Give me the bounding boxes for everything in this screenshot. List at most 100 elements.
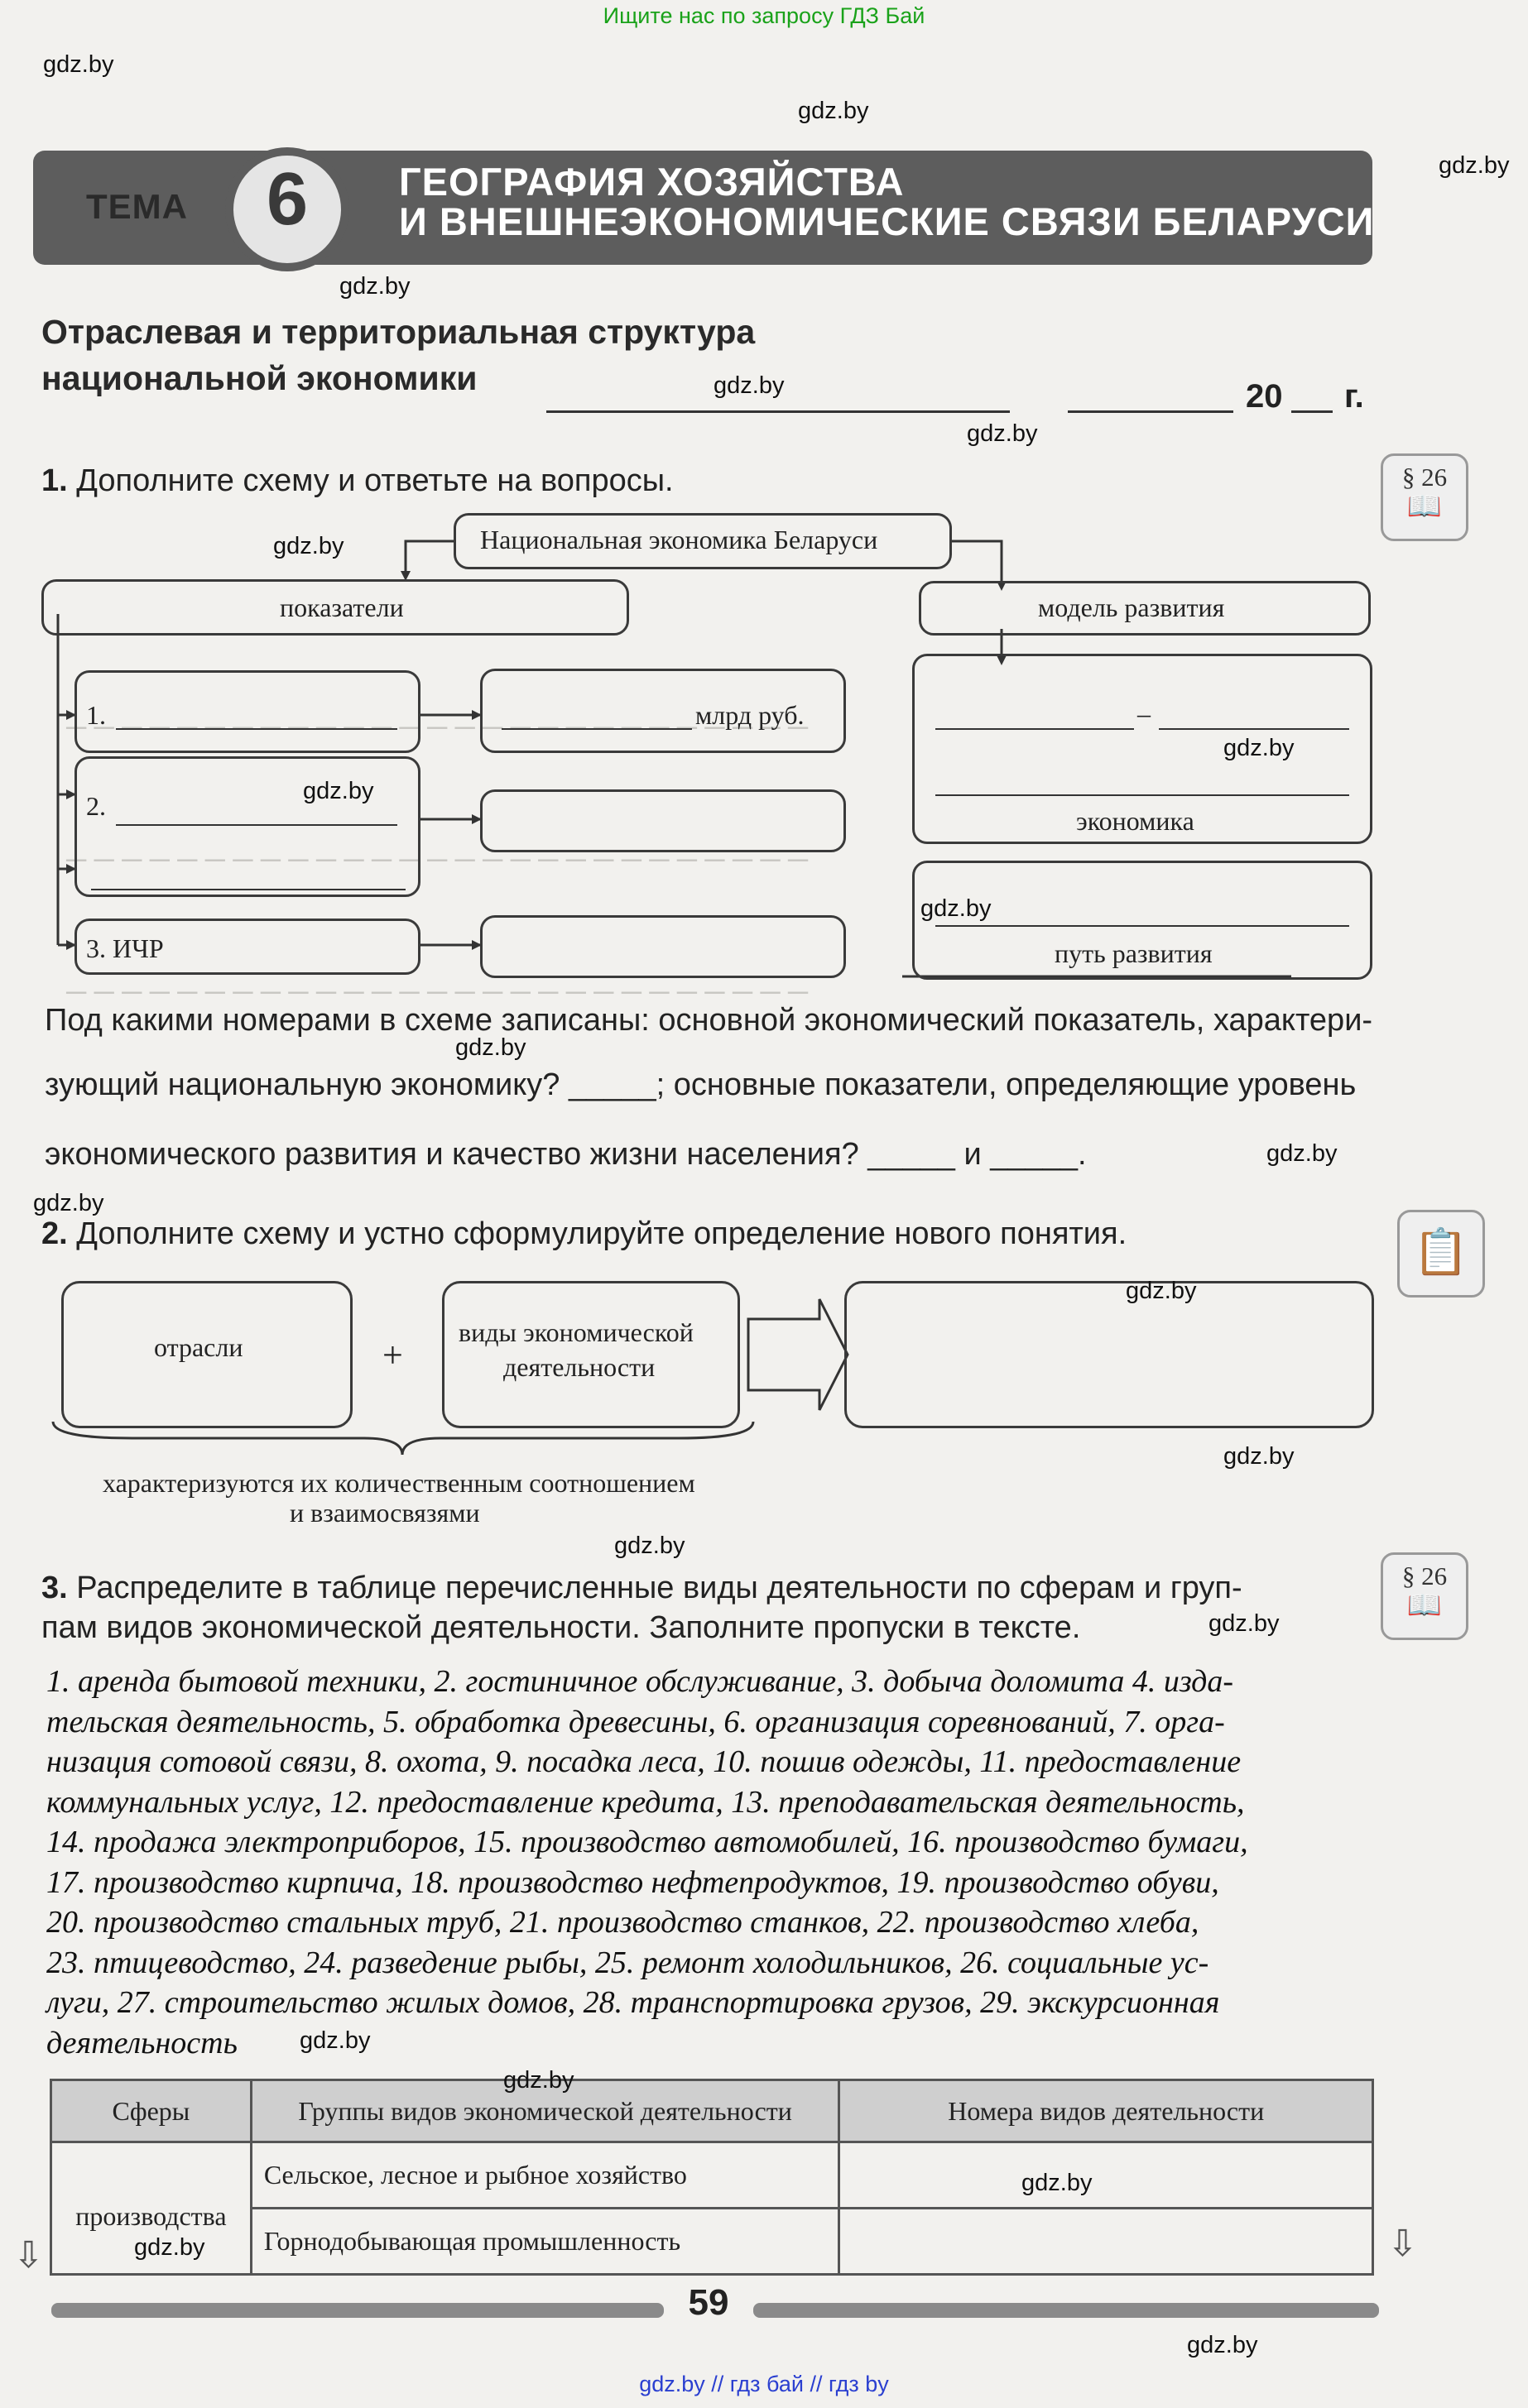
task2-graphics — [51, 1298, 849, 1456]
watermark[interactable]: gdz.by — [273, 533, 344, 559]
model-line-1[interactable] — [935, 728, 1134, 730]
table-sphere-production: производства — [50, 2141, 252, 2276]
down-arrow-icon[interactable]: ⇩ — [13, 2235, 44, 2276]
table-group-cell: Горнодобывающая промышленность — [249, 2207, 841, 2276]
watermark[interactable]: gdz.by — [33, 1190, 104, 1216]
task1-question-line1: Под какими номерами в схеме записаны: ос… — [45, 1003, 1373, 1038]
activity-types-box — [442, 1281, 740, 1428]
activity-list-line: 17. производство кирпича, 18. производст… — [46, 1864, 1219, 1900]
model-box-3[interactable] — [912, 861, 1372, 980]
indicator-3-box — [74, 919, 420, 975]
indicator-1-value-box[interactable] — [480, 669, 846, 753]
indicator-2-line-1[interactable] — [116, 824, 397, 826]
top-banner[interactable]: Ищите нас по запросу ГДЗ Бай — [603, 3, 925, 28]
book-icon: 📖 — [1406, 492, 1443, 522]
date-year-line[interactable] — [1291, 410, 1333, 413]
activity-list-line: деятельность — [46, 2025, 238, 2060]
task1-question-line2: зующий национальную экономику? _____; ос… — [45, 1067, 1357, 1102]
table-numbers-cell[interactable] — [838, 2141, 1374, 2209]
model-line-4[interactable] — [935, 925, 1349, 927]
paragraph-reference-tag: § 26 📖 — [1381, 453, 1468, 541]
watermark[interactable]: gdz.by — [503, 2067, 574, 2094]
watermark[interactable]: gdz.by — [1021, 2170, 1093, 2196]
topic-title-line2: И ВНЕШНЕЭКОНОМИЧЕСКИЕ СВЯЗИ БЕЛАРУСИ — [399, 199, 1375, 243]
scheme-root-box — [454, 513, 952, 569]
bleed-through-text: ─ ─ ─ ─ ─ ─ ─ ─ ─ ─ ─ ─ ─ ─ ─ ─ ─ ─ ─ ─ … — [66, 844, 809, 875]
activity-list-line: 23. птицеводство, 24. разведение рыбы, 2… — [46, 1945, 1209, 1980]
watermark[interactable]: gdz.by — [1187, 2332, 1258, 2358]
date-day-line[interactable] — [1068, 410, 1233, 413]
model-economy-label: экономика — [1076, 806, 1194, 836]
model-path-label: путь развития — [1055, 938, 1213, 968]
down-arrow-icon-right[interactable]: ⇩ — [1387, 2223, 1418, 2264]
topic-title-line1: ГЕОГРАФИЯ ХОЗЯЙСТВА — [399, 160, 905, 204]
footer-bar-left — [51, 2303, 664, 2318]
footer-bar-right — [753, 2303, 1379, 2318]
development-model-label: модель развития — [1038, 592, 1225, 622]
indicator-2-line-2[interactable] — [91, 889, 406, 890]
indicator-2-value-box[interactable] — [480, 789, 846, 852]
task3-heading-line2: пам видов экономической деятельности. За… — [41, 1610, 1081, 1645]
model-line-2[interactable] — [1159, 728, 1349, 730]
watermark[interactable]: gdz.by — [1223, 735, 1295, 761]
paragraph-reference-tag-2: § 26 📖 — [1381, 1552, 1468, 1640]
indicator-3-label: 3. ИЧР — [86, 933, 164, 963]
indicator-1-value-line[interactable] — [502, 728, 692, 730]
table-header-numbers: Номера видов деятельности — [838, 2079, 1374, 2143]
watermark[interactable]: gdz.by — [1266, 1140, 1338, 1167]
bleed-through-text: ─ ─ ─ ─ ─ ─ ─ ─ ─ ─ ─ ─ ─ ─ ─ ─ ─ ─ ─ ─ … — [66, 712, 809, 743]
indicator-1-box[interactable] — [74, 670, 420, 753]
indicator-2-box[interactable] — [74, 756, 420, 897]
watermark[interactable]: gdz.by — [1126, 1278, 1197, 1304]
indicator-3-value-box[interactable] — [480, 915, 846, 978]
date-year-suffix: г. — [1344, 378, 1364, 415]
date-line[interactable] — [546, 410, 1010, 413]
watermark[interactable]: gdz.by — [714, 372, 785, 399]
table-header-spheres: Сферы — [50, 2079, 252, 2143]
industries-label: отрасли — [154, 1332, 243, 1362]
indicators-label: показатели — [280, 592, 404, 622]
industries-box — [61, 1281, 353, 1428]
indicator-1-line[interactable] — [116, 728, 397, 730]
brace-label-line2: и взаимосвязями — [290, 1498, 480, 1528]
page-number: 59 — [688, 2282, 729, 2323]
table-row: Горнодобывающая промышленность — [51, 2207, 1374, 2276]
watermark[interactable]: gdz.by — [1208, 1610, 1280, 1637]
watermark[interactable]: gdz.by — [1439, 152, 1510, 179]
new-concept-box[interactable] — [844, 1281, 1374, 1428]
model-line-3[interactable] — [935, 794, 1349, 796]
table-group-cell: Сельское, лесное и рыбное хозяйство — [249, 2141, 841, 2209]
indicator-1-number: 1. — [86, 700, 106, 730]
activity-list: 1. аренда бытовой техники, 2. гостинично… — [46, 1662, 1404, 2063]
watermark[interactable]: gdz.by — [339, 273, 411, 300]
watermark[interactable]: gdz.by — [455, 1034, 526, 1061]
activity-list-line: коммунальных услуг, 12. предоставление к… — [46, 1784, 1245, 1820]
topic-number: 6 — [266, 158, 309, 241]
watermark[interactable]: gdz.by — [967, 420, 1038, 447]
watermark[interactable]: gdz.by — [134, 2234, 205, 2261]
activity-list-line: 1. аренда бытовой техники, 2. гостинично… — [46, 1664, 1234, 1699]
watermark[interactable]: gdz.by — [1223, 1443, 1295, 1470]
scheme-root-label: Национальная экономика Беларуси — [480, 525, 878, 554]
model-box-2[interactable] — [912, 654, 1372, 844]
activity-list-line: луги, 27. строительство жилых домов, 28.… — [46, 1985, 1220, 2020]
table-numbers-cell[interactable] — [838, 2207, 1374, 2276]
indicator-2-number: 2. — [86, 791, 106, 821]
watermark[interactable]: gdz.by — [614, 1533, 685, 1559]
bleed-through-text: ─ ─ ─ ─ ─ ─ ─ ─ ─ ─ ─ ─ ─ ─ ─ ─ ─ ─ ─ ─ … — [66, 976, 809, 1008]
bottom-banner[interactable]: gdz.by // гдз бай // гдз by — [639, 2372, 889, 2396]
table-header-groups: Группы видов экономической деятельности — [249, 2079, 841, 2143]
watermark[interactable]: gdz.by — [798, 98, 869, 124]
checklist-tag: 📋 — [1397, 1210, 1485, 1298]
task1-heading: 1. Дополните схему и ответьте на вопросы… — [41, 463, 674, 498]
watermark[interactable]: gdz.by — [300, 2027, 371, 2054]
watermark[interactable]: gdz.by — [43, 51, 114, 78]
watermark[interactable]: gdz.by — [920, 895, 992, 922]
paragraph-ref-label: § 26 — [1401, 1561, 1448, 1590]
task2-heading: 2. Дополните схему и устно сформулируйте… — [41, 1216, 1127, 1251]
watermark[interactable]: gdz.by — [303, 778, 374, 804]
development-model-box — [919, 581, 1371, 636]
task1-question-line3: экономического развития и качество жизни… — [45, 1137, 1087, 1172]
topic-number-circle — [225, 147, 349, 271]
task3-heading-line1: 3. Распределите в таблице перечисленные … — [41, 1571, 1242, 1605]
